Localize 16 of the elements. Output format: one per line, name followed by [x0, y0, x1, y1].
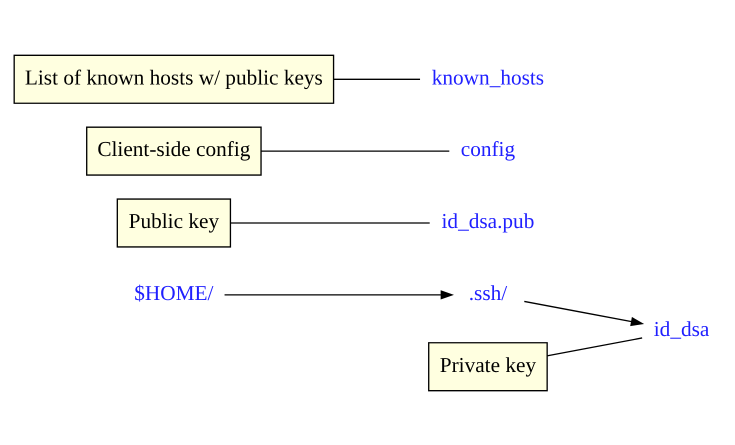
node-text: id_dsa: [654, 316, 710, 340]
node-text: id_dsa.pub: [442, 208, 534, 233]
connector: [261, 150, 450, 152]
node-text: .ssh/: [468, 280, 508, 304]
node-text: $HOME/: [134, 280, 214, 304]
connector: [334, 78, 420, 80]
node-box: Client-side config: [86, 126, 262, 176]
connector: [230, 222, 430, 224]
arrow: [524, 300, 644, 326]
node-text: config: [460, 136, 516, 161]
node-box: List of known hosts w/ public keys: [14, 54, 334, 104]
arrow: [224, 290, 454, 300]
node-text: known_hosts: [432, 64, 544, 89]
node-box: Public key: [116, 198, 232, 248]
connector: [547, 336, 642, 356]
node-box: Private key: [428, 342, 548, 391]
